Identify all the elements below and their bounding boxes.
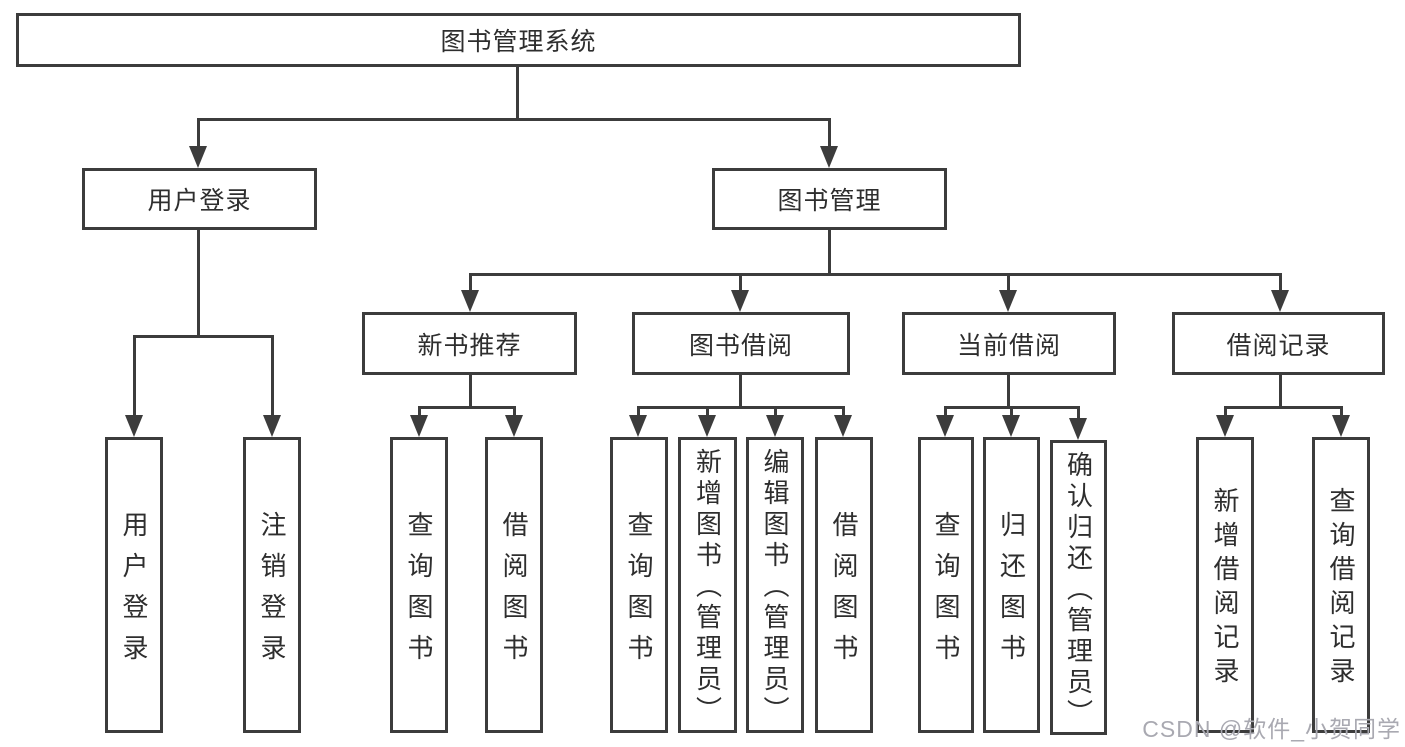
node-add-borrow-record-label: 新增借阅记录 <box>1210 487 1240 691</box>
arrowhead-icon <box>1271 290 1289 312</box>
node-edit-books-admin: 编辑图书（管理员） <box>746 437 804 733</box>
connector-line <box>739 273 742 292</box>
connector-line <box>133 335 136 417</box>
connector-line <box>469 375 472 409</box>
connector-line <box>637 406 844 409</box>
arrowhead-icon <box>999 290 1017 312</box>
connector-line <box>197 118 200 148</box>
arrowhead-icon <box>263 415 281 437</box>
arrowhead-icon <box>766 415 784 437</box>
csdn-watermark: CSDN @软件_小贺同学 <box>1142 716 1401 742</box>
node-login: 用户登录 <box>105 437 163 733</box>
node-borrow-borrow-books: 借阅图书 <box>815 437 873 733</box>
connector-line <box>739 375 742 409</box>
node-logout-label: 注销登录 <box>257 510 287 675</box>
arrowhead-icon <box>461 290 479 312</box>
connector-line <box>637 406 640 417</box>
arrowhead-icon <box>820 146 838 168</box>
arrowhead-icon <box>1332 415 1350 437</box>
node-new-book-recommend-label: 新书推荐 <box>417 331 522 360</box>
node-borrow-records-label: 借阅记录 <box>1226 331 1331 360</box>
node-book-management: 图书管理 <box>712 168 947 230</box>
connector-line <box>133 335 274 338</box>
arrowhead-icon <box>410 415 428 437</box>
node-borrow-query-books-label: 查询图书 <box>624 510 654 675</box>
node-root-system-label: 图书管理系统 <box>440 28 597 56</box>
node-user-login: 用户登录 <box>82 168 317 230</box>
node-current-query-books: 查询图书 <box>918 437 974 733</box>
node-query-borrow-record-label: 查询借阅记录 <box>1326 487 1356 691</box>
node-add-books-admin: 新增图书（管理员） <box>678 437 737 733</box>
connector-line <box>469 273 472 292</box>
connector-line <box>418 406 421 417</box>
node-user-login-label: 用户登录 <box>147 187 252 215</box>
node-add-books-admin-label: 新增图书（管理员） <box>692 448 723 727</box>
node-borrow-borrow-books-label: 借阅图书 <box>829 510 859 675</box>
connector-line <box>1279 273 1282 292</box>
connector-line <box>1279 375 1282 409</box>
connector-line <box>1077 406 1080 420</box>
connector-line <box>828 230 831 275</box>
connector-line <box>516 67 519 120</box>
connector-line <box>706 406 709 417</box>
node-return-books: 归还图书 <box>983 437 1040 733</box>
node-current-query-books-label: 查询图书 <box>931 510 961 675</box>
connector-line <box>469 273 1282 276</box>
arrowhead-icon <box>698 415 716 437</box>
node-query-borrow-record: 查询借阅记录 <box>1312 437 1370 733</box>
connector-line <box>828 118 831 148</box>
node-logout: 注销登录 <box>243 437 301 733</box>
arrowhead-icon <box>1002 415 1020 437</box>
node-rec-query-books: 查询图书 <box>390 437 448 733</box>
connector-line <box>842 406 845 417</box>
arrowhead-icon <box>1069 418 1087 440</box>
connector-line <box>513 406 516 417</box>
connector-line <box>774 406 777 417</box>
node-rec-borrow-books-label: 借阅图书 <box>499 510 529 675</box>
connector-line <box>1007 273 1010 292</box>
node-borrow-query-books: 查询图书 <box>610 437 668 733</box>
arrowhead-icon <box>936 415 954 437</box>
node-rec-borrow-books: 借阅图书 <box>485 437 543 733</box>
node-root-system: 图书管理系统 <box>16 13 1021 67</box>
connector-line <box>1224 406 1227 417</box>
arrowhead-icon <box>731 290 749 312</box>
node-confirm-return-admin-label: 确认归还（管理员） <box>1063 450 1094 730</box>
node-edit-books-admin-label: 编辑图书（管理员） <box>760 448 790 727</box>
connector-line <box>271 335 274 417</box>
node-return-books-label: 归还图书 <box>996 510 1027 675</box>
node-borrow-records: 借阅记录 <box>1172 312 1385 375</box>
node-book-borrow-label: 图书借阅 <box>688 331 793 360</box>
connector-line <box>418 406 516 409</box>
arrowhead-icon <box>834 415 852 437</box>
node-book-borrow: 图书借阅 <box>632 312 850 375</box>
node-current-borrow-label: 当前借阅 <box>956 331 1061 360</box>
connector-line <box>197 118 831 121</box>
connector-line <box>944 406 947 417</box>
node-rec-query-books-label: 查询图书 <box>404 510 434 675</box>
connector-line <box>1007 375 1010 409</box>
arrowhead-icon <box>189 146 207 168</box>
node-book-management-label: 图书管理 <box>777 187 882 215</box>
arrowhead-icon <box>1216 415 1234 437</box>
connector-line <box>1340 406 1343 417</box>
connector-line <box>197 230 200 337</box>
node-confirm-return-admin: 确认归还（管理员） <box>1050 440 1107 735</box>
node-new-book-recommend: 新书推荐 <box>362 312 577 375</box>
arrowhead-icon <box>125 415 143 437</box>
connector-line <box>1224 406 1343 409</box>
node-current-borrow: 当前借阅 <box>902 312 1116 375</box>
arrowhead-icon <box>505 415 523 437</box>
arrowhead-icon <box>629 415 647 437</box>
node-add-borrow-record: 新增借阅记录 <box>1196 437 1254 733</box>
node-login-label: 用户登录 <box>119 510 149 675</box>
connector-line <box>1010 406 1013 417</box>
